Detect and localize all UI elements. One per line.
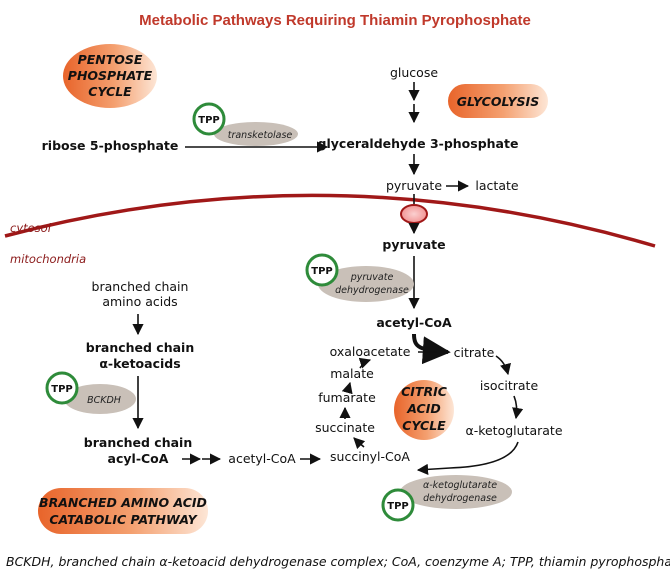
figure-title: Metabolic Pathways Requiring Thiamin Pyr… — [139, 12, 531, 29]
tpp-cofactor-icon — [45, 371, 79, 405]
ribose-5-phosphate: ribose 5-phosphate — [42, 138, 179, 153]
akgdh-label-2: dehydrogenase — [423, 493, 497, 504]
arrow-malate-to-oaa — [358, 357, 372, 369]
citrate: citrate — [454, 345, 495, 360]
figure-caption: BCKDH, branched chain α-ketoacid dehydro… — [6, 554, 670, 569]
pentose-phosphate-cycle-badge: PENTOSE PHOSPHATE CYCLE — [63, 44, 157, 108]
arrow-citrate-to-isocitrate — [495, 355, 511, 376]
pdh-label-1: pyruvate — [350, 272, 394, 283]
citric-line-2: ACID — [406, 401, 441, 416]
pentose-line-3: CYCLE — [88, 84, 132, 99]
glyceraldehyde-3-phosphate: glyceraldehyde 3-phosphate — [318, 136, 519, 151]
mitochondrial-membrane — [4, 193, 656, 248]
tpp-label: TPP — [198, 115, 219, 126]
succinate: succinate — [315, 420, 375, 435]
pentose-line-1: PENTOSE — [78, 52, 143, 67]
alpha-ketoglutarate-dehydrogenase-enzyme: α-ketoglutarate dehydrogenase TPP — [381, 475, 512, 522]
acetyl-coa-main: acetyl-CoA — [376, 315, 452, 330]
branched-line-2: CATABOLIC PATHWAY — [49, 512, 198, 527]
akgdh-label-1: α-ketoglutarate — [423, 480, 497, 491]
cytosol-label: cytosol — [10, 221, 52, 235]
lactate: lactate — [475, 178, 518, 193]
malate: malate — [330, 366, 374, 381]
bckdh-enzyme: BCKDH TPP — [45, 371, 136, 414]
arrow-succinylcoa-to-succinate — [353, 437, 366, 450]
bckdh-label: BCKDH — [87, 395, 121, 406]
branched-chain-acyl-coa-2: acyl-CoA — [108, 451, 169, 466]
tpp-cofactor-icon — [381, 488, 415, 522]
branched-chain-ketoacids-1: branched chain — [86, 340, 194, 355]
arrow-fumarate-to-malate — [341, 381, 353, 395]
branched-chain-ketoacids-2: α-ketoacids — [99, 356, 180, 371]
pyruvate-dehydrogenase-enzyme: pyruvate dehydrogenase TPP — [305, 253, 414, 302]
alpha-ketoglutarate: α-ketoglutarate — [465, 423, 562, 438]
succinyl-coa: succinyl-CoA — [330, 449, 410, 464]
glycolysis-label: GLYCOLYSIS — [457, 94, 539, 109]
pyruvate-mitochondria: pyruvate — [382, 237, 445, 252]
mitochondria-label: mitochondria — [10, 252, 86, 266]
pyruvate-cytosol: pyruvate — [386, 178, 442, 193]
arrow-acetylcoa-into-citrate — [412, 333, 451, 365]
branched-amino-acid-catabolic-pathway-badge: BRANCHED AMINO ACID CATABOLIC PATHWAY — [38, 488, 208, 534]
citric-line-1: CITRIC — [401, 384, 448, 399]
oxaloacetate: oxaloacetate — [330, 344, 411, 359]
tpp-label: TPP — [387, 501, 408, 512]
acetyl-coa-side: acetyl-CoA — [228, 451, 296, 466]
branched-line-1: BRANCHED AMINO ACID — [39, 495, 207, 510]
citric-acid-cycle-badge: CITRIC ACID CYCLE — [394, 380, 454, 440]
branched-chain-acyl-coa-1: branched chain — [84, 435, 192, 450]
transketolase-label: transketolase — [228, 130, 293, 141]
tpp-label: TPP — [311, 266, 332, 277]
fumarate: fumarate — [318, 390, 376, 405]
arrow-akg-to-succinylcoa — [416, 441, 519, 475]
isocitrate: isocitrate — [480, 378, 539, 393]
citric-line-3: CYCLE — [402, 418, 446, 433]
pyruvate-transporter — [400, 204, 428, 224]
glycolysis-badge: GLYCOLYSIS — [448, 84, 548, 118]
arrow-isocitrate-to-akg — [512, 395, 524, 420]
branched-chain-amino-acids-1: branched chain — [92, 279, 189, 294]
branched-chain-amino-acids-2: amino acids — [102, 294, 177, 309]
tpp-label: TPP — [51, 384, 72, 395]
pentose-line-2: PHOSPHATE — [68, 68, 153, 83]
tpp-cofactor-icon — [192, 102, 226, 136]
transketolase-enzyme: transketolase TPP — [192, 102, 298, 146]
pdh-label-2: dehydrogenase — [335, 285, 409, 296]
glucose: glucose — [390, 65, 438, 80]
tpp-cofactor-icon — [305, 253, 339, 287]
